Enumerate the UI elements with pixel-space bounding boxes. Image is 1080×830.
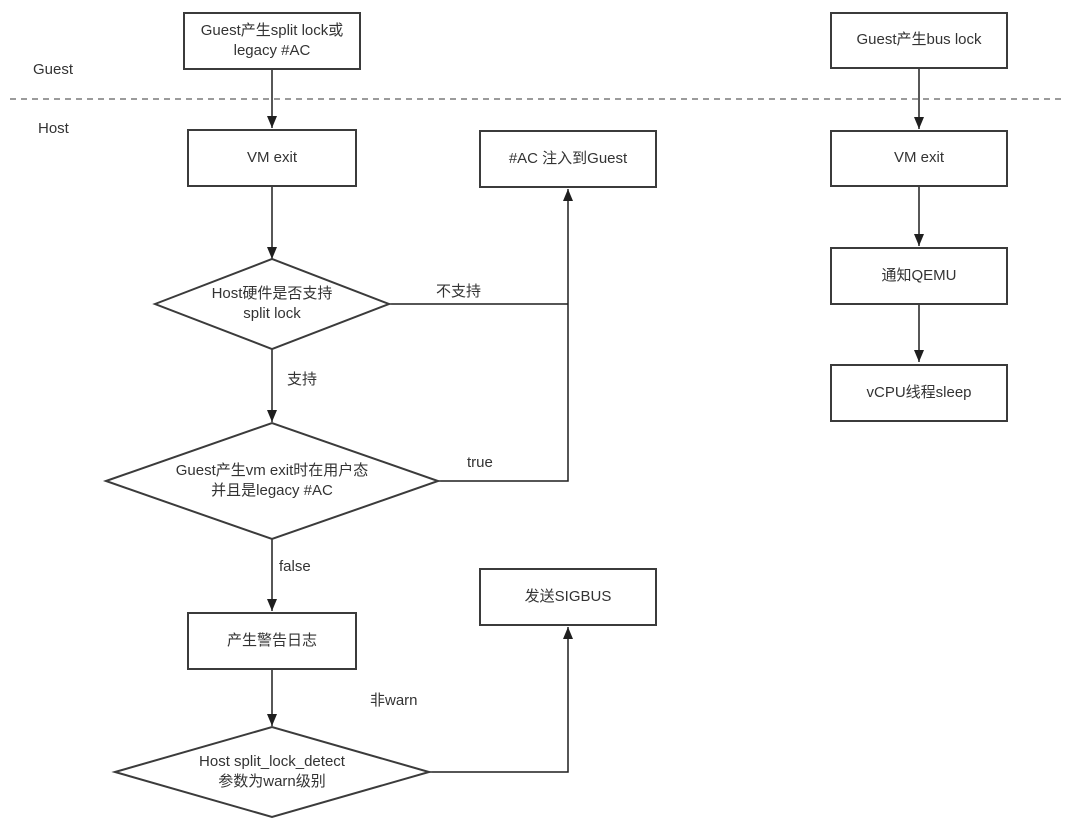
lane-label-guest: Guest: [33, 61, 74, 78]
node-vcpu-sleep: vCPU线程sleep: [830, 364, 1008, 422]
decision-warn-level-shape: [111, 725, 433, 819]
edge-label-false: false: [279, 558, 311, 575]
node-send-sigbus: 发送SIGBUS: [479, 568, 657, 626]
decision-user-mode-shape: [102, 421, 442, 541]
lane-label-host: Host: [38, 120, 69, 137]
edge-label-unsupported: 不支持: [436, 283, 482, 300]
edge-label-not-warn: 非warn: [370, 692, 418, 709]
edge-label-true: true: [467, 454, 493, 471]
node-guest-bus-lock-event: Guest产生bus lock: [830, 12, 1008, 69]
node-warn-log: 产生警告日志: [187, 612, 357, 670]
decision-hw-support-shape: [152, 257, 392, 351]
edge-userdecision-true-to-acinject: [438, 189, 573, 482]
node-notify-qemu: 通知QEMU: [830, 247, 1008, 305]
edge-warndecision-notwarn-to-sigbus: [429, 627, 573, 773]
node-vm-exit-right: VM exit: [830, 130, 1008, 187]
node-vm-exit-left: VM exit: [187, 129, 357, 187]
edge-label-supported: 支持: [287, 371, 318, 388]
node-guest-split-lock-event: Guest产生split lock或 legacy #AC: [183, 12, 361, 70]
node-ac-inject-guest: #AC 注入到Guest: [479, 130, 657, 188]
